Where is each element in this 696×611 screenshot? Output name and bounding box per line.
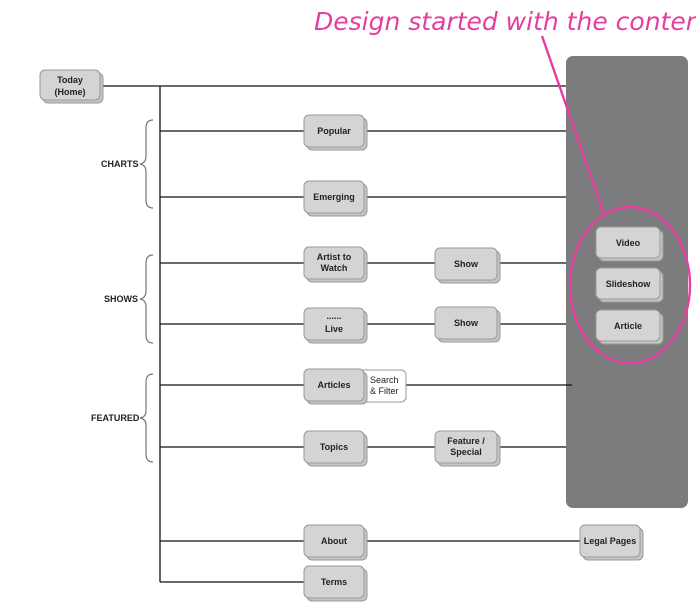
node-emerging[interactable]: Emerging [303, 180, 368, 217]
node-show-live[interactable]: Show [434, 306, 501, 343]
node-label: Video [616, 238, 641, 248]
annotation-pointer-line [540, 35, 606, 215]
node-label-dots: ...... [326, 311, 341, 321]
node-article[interactable]: Article [595, 309, 664, 345]
node-label: About [321, 536, 347, 546]
node-today-home[interactable]: Today (Home) [39, 69, 104, 104]
node-articles-group: Search & Filter Articles [303, 368, 407, 405]
node-artist-to-watch[interactable]: Artist to Watch [303, 246, 368, 283]
node-label: Terms [321, 577, 347, 587]
group-label-featured: FEATURED [91, 413, 140, 423]
node-label: Popular [317, 126, 351, 136]
group-braces [139, 119, 154, 463]
node-label: Artist to [317, 252, 352, 262]
charts-brace [139, 119, 154, 209]
node-live[interactable]: ...... Live [303, 307, 368, 344]
node-show-artist[interactable]: Show [434, 247, 501, 284]
node-video[interactable]: Video [595, 226, 664, 262]
highlight-ellipse [568, 205, 692, 365]
node-terms[interactable]: Terms [303, 565, 368, 602]
node-label: Watch [321, 263, 348, 273]
node-topics[interactable]: Topics [303, 430, 368, 467]
node-feature-special[interactable]: Feature / Special [434, 430, 501, 467]
node-label: Today [57, 75, 83, 85]
featured-brace [139, 373, 154, 463]
node-about[interactable]: About [303, 524, 368, 561]
annotation-text: Design started with the content [314, 7, 696, 36]
shows-brace [139, 254, 154, 344]
node-label: Show [454, 259, 479, 269]
node-label: Emerging [313, 192, 355, 202]
group-label-shows: SHOWS [104, 294, 138, 304]
node-slideshow[interactable]: Slideshow [595, 267, 664, 303]
node-label: Article [614, 321, 642, 331]
node-label: Articles [317, 380, 350, 390]
node-label: Topics [320, 442, 348, 452]
node-label: Special [450, 447, 482, 457]
node-legal-pages[interactable]: Legal Pages [579, 524, 644, 561]
node-label: Legal Pages [584, 536, 637, 546]
search-filter-label: & Filter [370, 386, 399, 396]
node-label: Feature / [447, 436, 485, 446]
search-filter-label: Search [370, 375, 399, 385]
node-label: Slideshow [606, 279, 652, 289]
group-label-charts: CHARTS [101, 159, 139, 169]
node-popular[interactable]: Popular [303, 114, 368, 151]
node-label: Live [325, 324, 343, 334]
node-articles[interactable]: Articles [303, 368, 368, 405]
node-label: Show [454, 318, 479, 328]
node-label: (Home) [55, 87, 86, 97]
